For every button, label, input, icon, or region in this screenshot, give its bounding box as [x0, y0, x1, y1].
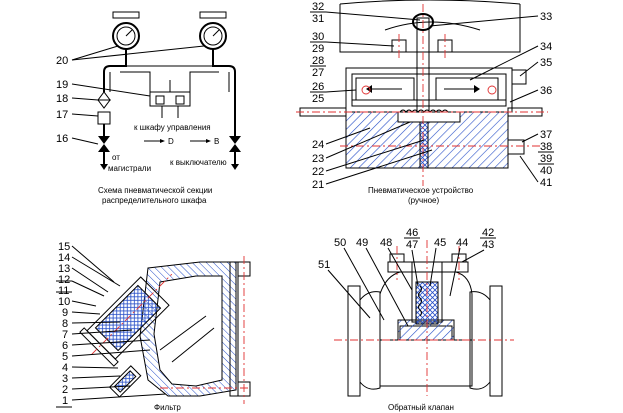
callout-17: 17 [56, 109, 68, 121]
callout-2: 2 [62, 384, 68, 396]
callout-33: 33 [540, 11, 552, 23]
filter-drawing: 15 14 13 12 11 10 9 8 7 6 5 4 3 2 1 [56, 241, 251, 412]
caption-scheme-line1: Схема пневматической секции [98, 186, 212, 195]
callout-28: 28 [312, 55, 324, 67]
pneumatic-section-scheme: 20 19 18 17 16 к шкафу управления D B от… [56, 11, 241, 205]
callout-44: 44 [456, 237, 468, 249]
callout-14: 14 [58, 252, 70, 264]
callout-11: 11 [58, 285, 69, 297]
callout-37: 37 [540, 129, 552, 141]
callout-4: 4 [62, 362, 68, 374]
callout-48: 48 [380, 237, 392, 249]
left-line-components [97, 91, 111, 170]
filter-leaders [56, 245, 167, 408]
callout-34: 34 [540, 41, 552, 53]
callout-19: 19 [56, 79, 68, 91]
callout-20: 20 [56, 55, 68, 67]
callout-18: 18 [56, 93, 68, 105]
callout-23: 23 [312, 153, 324, 165]
callout-22: 22 [312, 166, 324, 178]
callout-46: 46 [406, 227, 418, 239]
callout-29: 29 [312, 43, 324, 55]
callout-8: 8 [62, 318, 68, 330]
callout-7: 7 [62, 329, 68, 341]
callout-16: 16 [56, 133, 68, 145]
callout-6: 6 [62, 340, 68, 352]
callout-26: 26 [312, 81, 324, 93]
callout-21: 21 [312, 179, 324, 191]
caption-filter: Фильтр [154, 403, 181, 412]
pneumatic-device-drawing: 32 31 30 29 28 27 26 25 24 23 22 21 33 3… [296, 0, 554, 205]
callout-51: 51 [318, 259, 330, 271]
callout-24: 24 [312, 139, 324, 151]
callout-10: 10 [58, 296, 70, 308]
callout-38: 38 [540, 141, 552, 153]
caption-device-line2: (ручное) [408, 196, 440, 205]
label-to-switch: к выключателю [170, 158, 227, 167]
callout-3: 3 [62, 373, 68, 385]
callout-45: 45 [434, 237, 446, 249]
callout-5: 5 [62, 351, 68, 363]
valve-callouts: 51 50 49 48 46 47 45 44 42 43 [318, 227, 496, 327]
caption-scheme-line2: распределительного шкафа [102, 196, 207, 205]
callout-47: 47 [406, 239, 418, 251]
callout-31: 31 [312, 13, 324, 25]
check-valve-drawing: 51 50 49 48 46 47 45 44 42 43 Обратный к… [318, 227, 514, 412]
callout-1: 1 [62, 395, 68, 407]
callout-42: 42 [482, 227, 494, 239]
callout-43: 43 [482, 239, 494, 251]
callout-35: 35 [540, 57, 552, 69]
pressure-gauge-left [112, 11, 140, 58]
callout-39: 39 [540, 153, 552, 165]
callout-30: 30 [312, 31, 324, 43]
label-main-line: магистрали [108, 164, 151, 173]
callout-12: 12 [58, 274, 70, 286]
right-line-components [229, 90, 241, 170]
distributor-valve [149, 80, 191, 118]
caption-check-valve: Обратный клапан [388, 403, 454, 412]
label-d: D [168, 137, 174, 146]
label-b: B [214, 137, 219, 146]
callout-27: 27 [312, 67, 324, 79]
callout-36: 36 [540, 85, 552, 97]
label-control-cabinet: к шкафу управления [134, 123, 211, 132]
callout-49: 49 [356, 237, 368, 249]
label-from: от [112, 153, 120, 162]
callout-25: 25 [312, 93, 324, 105]
callout-41: 41 [540, 177, 552, 189]
callout-50: 50 [334, 237, 346, 249]
caption-device-line1: Пневматическое устройство [368, 186, 474, 195]
callout-13: 13 [58, 263, 70, 275]
callout-9: 9 [62, 307, 68, 319]
callout-32: 32 [312, 1, 324, 13]
pressure-gauge-right [199, 11, 227, 58]
callout-40: 40 [540, 165, 552, 177]
filter-callouts: 15 14 13 12 11 10 9 8 7 6 5 4 3 2 1 [58, 241, 70, 407]
callout-15: 15 [58, 241, 70, 253]
